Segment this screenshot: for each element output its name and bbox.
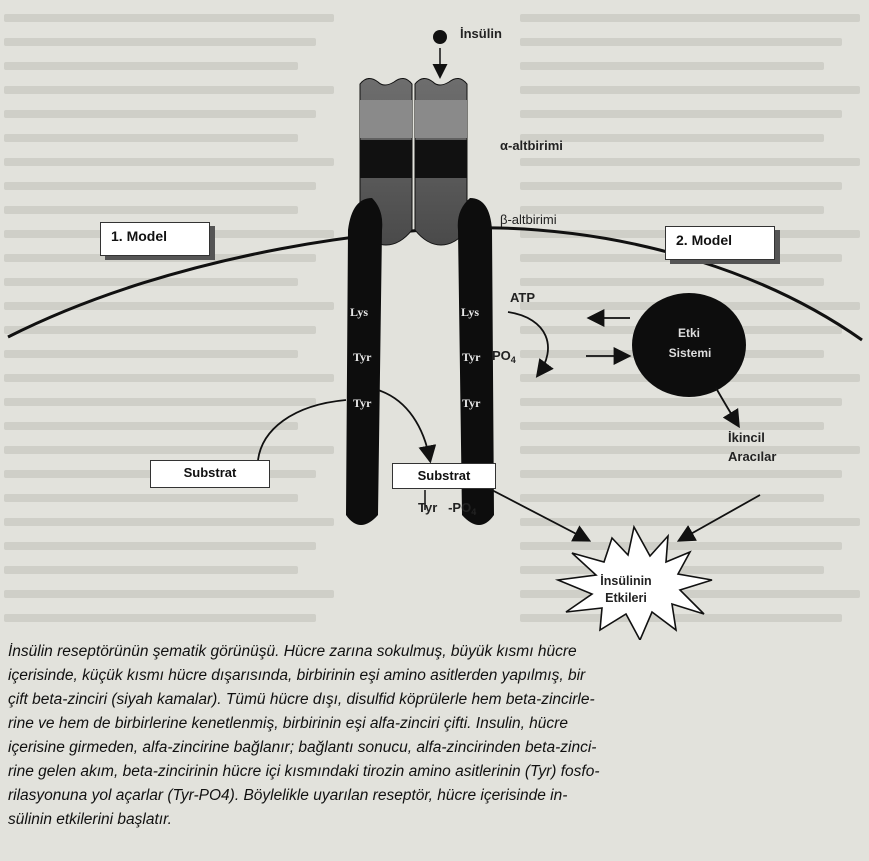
insulin-effects-label-2: Etkileri — [596, 591, 656, 605]
caption-line: içerisine girmeden, alfa-zincirine bağla… — [8, 736, 860, 760]
atp-phosphorylation-arrow — [508, 312, 548, 375]
tyr-right-label-2: Tyr — [462, 396, 480, 411]
substrate-right-arrow — [378, 390, 430, 460]
caption-line: sülinin etkilerini başlatır. — [8, 808, 860, 832]
arrow-messenger-to-effects — [680, 495, 760, 540]
effect-system-label-2: Sistemi — [660, 346, 720, 360]
caption-line: rilasyonuna yol açarlar (Tyr-PO4). Böyle… — [8, 784, 860, 808]
tyr-left-label-2: Tyr — [353, 396, 371, 411]
arrow-substrate-to-effects — [488, 488, 588, 540]
tyr-right-label-1: Tyr — [462, 350, 480, 365]
caption-line: rine gelen akım, beta-zincirinin hücre i… — [8, 760, 860, 784]
atp-label: ATP — [510, 290, 535, 305]
substrate-left-link — [258, 400, 346, 460]
effect-system-label-1: Etki — [674, 326, 704, 340]
po4-label: PO4 — [492, 348, 516, 365]
lys-left-label: Lys — [350, 305, 368, 320]
insulin-effects-label-1: İnsülinin — [596, 574, 656, 588]
substrate-left-box: Substrat — [150, 460, 270, 488]
insulin-label: İnsülin — [460, 26, 502, 41]
alpha-subunit-label: α-altbirimi — [500, 138, 563, 153]
second-messenger-label-1: İkincil — [728, 430, 765, 445]
model-1-box: 1. Model — [100, 222, 210, 256]
effect-to-messenger-arrow — [716, 388, 738, 425]
figure-caption: İnsülin reseptörünün şematik görünüşü. H… — [8, 640, 860, 832]
tyr-po4-label: Tyr -PO4 — [418, 500, 476, 517]
insulin-molecule — [433, 30, 447, 44]
lys-right-label: Lys — [461, 305, 479, 320]
caption-line: içerisinde, küçük kısmı hücre dışarısınd… — [8, 664, 860, 688]
caption-line: çift beta-zinciri (siyah kamalar). Tümü … — [8, 688, 860, 712]
second-messenger-label-2: Aracılar — [728, 449, 776, 464]
diagram-graphics — [0, 0, 869, 640]
effect-system-oval — [632, 293, 746, 397]
model-2-box: 2. Model — [665, 226, 775, 260]
beta-subunit-label: β-altbirimi — [500, 212, 557, 227]
tyr-left-label-1: Tyr — [353, 350, 371, 365]
caption-line: İnsülin reseptörünün şematik görünüşü. H… — [8, 640, 860, 664]
substrate-right-box: Substrat — [392, 463, 496, 489]
caption-line: rine ve hem de birbirlerine kenetlenmiş,… — [8, 712, 860, 736]
